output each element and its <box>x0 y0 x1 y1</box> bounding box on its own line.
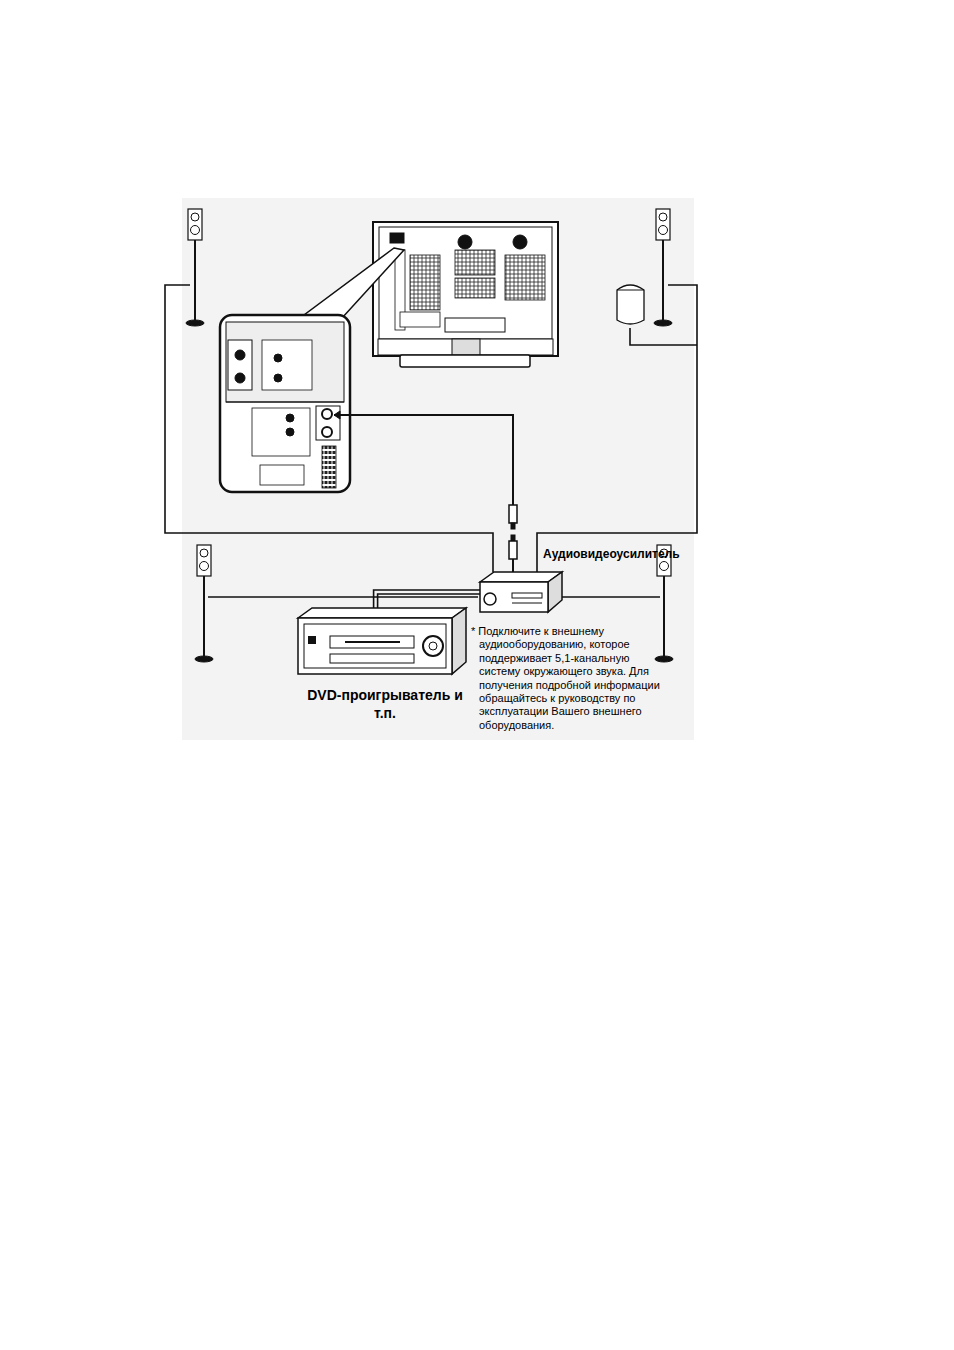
av-amplifier: Аудиовидеоусилитель <box>470 560 570 622</box>
cable-stroke <box>378 594 480 608</box>
audio-cable <box>334 411 517 574</box>
cable-stroke <box>374 590 480 608</box>
dvd-player: DVD-проигрыватель и т.п. <box>290 600 480 732</box>
device-outline <box>298 608 466 674</box>
footnote: * Подключите к внешнему аудиооборудовани… <box>471 625 665 732</box>
signal-cable <box>374 590 480 608</box>
device-label: DVD-проигрыватель и т.п. <box>295 686 475 722</box>
connector-panel-callout <box>220 248 404 492</box>
av-amplifier-drawing <box>470 560 570 620</box>
speakers <box>186 209 673 662</box>
tv-rear <box>373 222 558 367</box>
device-label: Аудиовидеоусилитель <box>543 547 680 562</box>
background-panel <box>182 198 694 740</box>
device-outline <box>480 572 562 612</box>
